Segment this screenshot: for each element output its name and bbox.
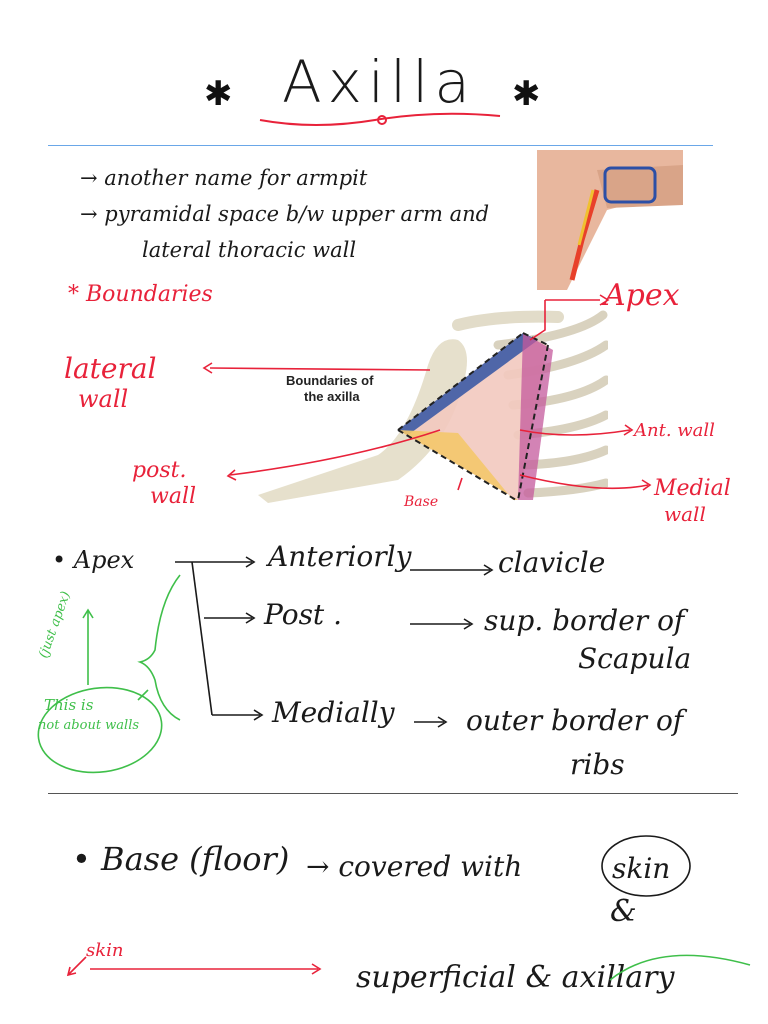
page-title: Axilla (282, 48, 476, 116)
apex-bracket-arrows (175, 556, 264, 721)
label-post-wall-2: wall (150, 484, 197, 509)
apex-medial-value-2: ribs (570, 748, 625, 781)
intro-line-3: lateral thoracic wall (142, 238, 357, 262)
label-lateral-wall-2: wall (78, 385, 129, 413)
base-skin: skin (612, 852, 671, 885)
apex-post: Post . (264, 598, 342, 631)
skin-note-arrows (66, 956, 322, 977)
green-note-this-is: This is (44, 696, 94, 714)
apex-clavicle: clavicle (498, 546, 606, 579)
label-ant-wall: Ant. wall (634, 420, 715, 441)
base-superficial: superficial & axillary (356, 960, 675, 995)
divider-top (48, 145, 713, 146)
figure-caption-2: the axilla (304, 389, 360, 404)
apex-bullet: • Apex (52, 546, 135, 574)
label-medial-wall-1: Medial (654, 476, 731, 501)
title-underline (259, 112, 501, 126)
figure-caption-1: Boundaries of (286, 373, 374, 388)
apex-anteriorly: Anteriorly (268, 540, 412, 573)
label-apex: Apex (604, 278, 680, 313)
apex-medially: Medially (272, 696, 395, 729)
arrow-to-scapula (410, 618, 474, 630)
base-ampersand: & (610, 894, 637, 929)
base-bullet: • Base (floor) (72, 840, 290, 878)
base-covered-with: → covered with (306, 850, 523, 883)
arrow-to-clavicle (410, 564, 494, 576)
label-base: Base (404, 494, 439, 510)
annotation-arrows (202, 294, 652, 491)
apex-post-value-2: Scapula (578, 642, 692, 675)
green-note-shapes (37, 574, 181, 774)
star-icon-left: ✱ (204, 74, 233, 114)
apex-medial-value-1: outer border of (466, 704, 684, 737)
label-post-wall-1: post. (132, 458, 187, 483)
label-lateral-wall-1: lateral (64, 352, 157, 385)
green-note-not-walls: not about walls (38, 718, 140, 733)
arrow-to-ribs (414, 716, 448, 728)
armpit-thumbnail-image (537, 150, 683, 290)
divider-middle (48, 793, 738, 794)
boundaries-heading: * Boundaries (68, 282, 213, 307)
label-medial-wall-2: wall (664, 502, 706, 526)
green-circle-axillary (609, 954, 751, 981)
skin-circle (601, 835, 691, 897)
intro-line-1: → another name for armpit (80, 166, 368, 190)
axilla-boundaries-figure: Boundaries of the axilla (258, 305, 608, 503)
apex-post-value-1: sup. border of (484, 604, 685, 637)
star-icon-right: ✱ (512, 74, 541, 114)
base-skin-note: skin (86, 940, 124, 961)
intro-line-2: → pyramidal space b/w upper arm and (80, 202, 490, 226)
